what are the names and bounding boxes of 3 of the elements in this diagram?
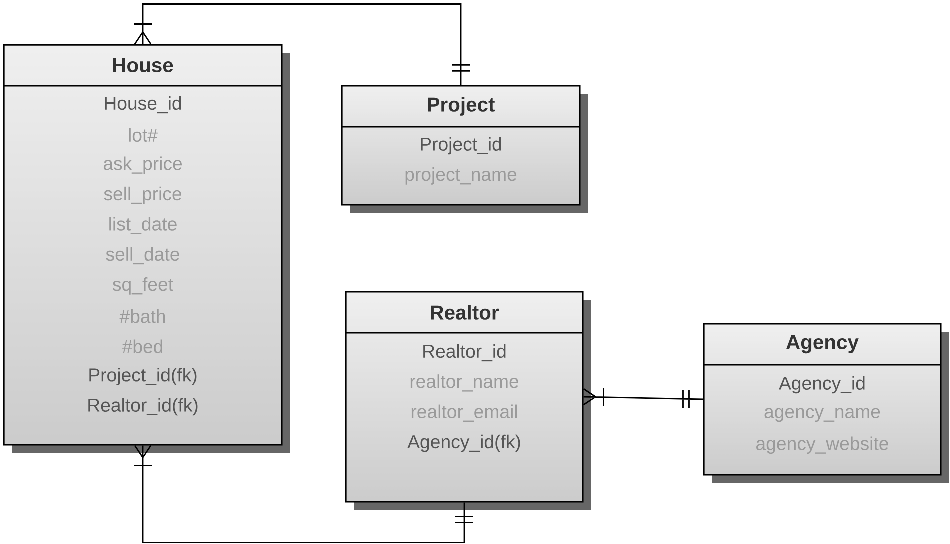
relationship-line [583, 387, 704, 410]
relationship-line [133, 4, 471, 86]
relationship-line [133, 445, 474, 544]
